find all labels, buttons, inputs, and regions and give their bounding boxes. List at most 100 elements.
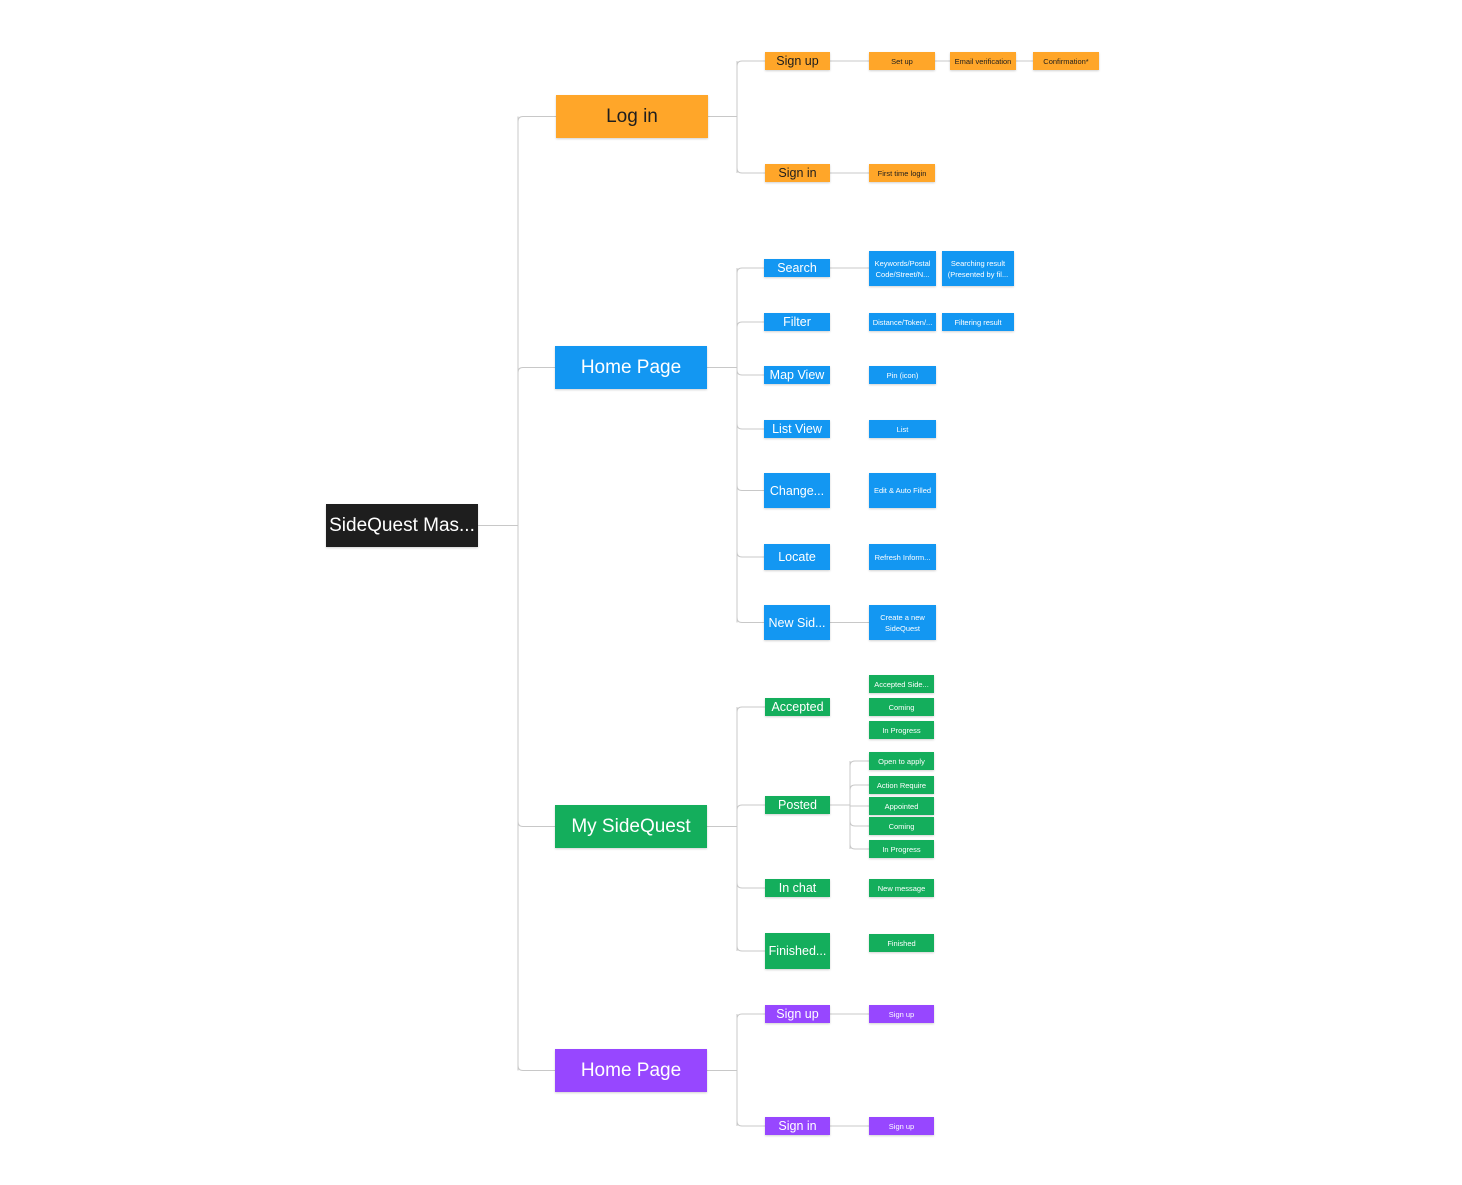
connector-branch — [849, 820, 869, 827]
connector-branch — [517, 821, 555, 827]
new-message-node[interactable]: New message — [869, 879, 934, 897]
posted-node[interactable]: Posted — [765, 796, 830, 814]
setup-step-node[interactable]: Set up — [869, 52, 935, 70]
login-signup-label: Sign up — [776, 54, 819, 68]
connector-branch — [736, 267, 764, 274]
login-signin-node[interactable]: Sign in — [765, 164, 830, 182]
list-label: List — [896, 424, 909, 434]
appointed-label: Appointed — [884, 801, 919, 811]
new-sidequest-label: New Sid... — [768, 615, 826, 630]
root-label: SideQuest Mas... — [329, 514, 475, 536]
locate-node[interactable]: Locate — [764, 544, 830, 570]
searching-result-label: Searching result (Presented by fil... — [947, 258, 1009, 279]
email-verification-node[interactable]: Email verification — [950, 52, 1016, 70]
connector-branch — [517, 1065, 555, 1071]
create-new-sidequest-node[interactable]: Create a new SideQuest — [869, 605, 936, 640]
connector-branch — [736, 60, 765, 67]
first-time-login-label: First time login — [877, 168, 927, 178]
new-message-label: New message — [877, 883, 926, 893]
open-to-apply-label: Open to apply — [878, 756, 925, 766]
home-page-label: Home Page — [580, 356, 682, 378]
connector-branch — [736, 804, 765, 811]
connector-branch — [849, 760, 869, 767]
finished-item-node[interactable]: Finished — [869, 934, 934, 952]
confirmation-node[interactable]: Confirmation* — [1033, 52, 1099, 70]
setup-step-label: Set up — [891, 56, 913, 66]
searching-result-node[interactable]: Searching result (Presented by fil... — [942, 251, 1014, 286]
in-chat-node[interactable]: In chat — [765, 879, 830, 897]
home2-signup-node[interactable]: Sign up — [765, 1005, 830, 1023]
home-page-2-node[interactable]: Home Page — [555, 1049, 707, 1092]
change-node[interactable]: Change... — [764, 473, 830, 508]
filter-label: Filter — [783, 315, 811, 329]
edit-auto-filled-label: Edit & Auto Filled — [873, 486, 932, 495]
connector-branch — [736, 1120, 765, 1127]
home-page-2-label: Home Page — [580, 1059, 682, 1081]
pin-icon-node[interactable]: Pin (icon) — [869, 366, 936, 384]
connector-branch — [849, 784, 869, 791]
accepted-in-progress-node[interactable]: In Progress — [869, 721, 934, 739]
finished-label: Finished... — [768, 944, 827, 958]
search-label: Search — [777, 261, 817, 275]
keywords-node[interactable]: Keywords/Postal Code/Street/N... — [869, 251, 936, 286]
in-chat-label: In chat — [778, 881, 817, 895]
accepted-node[interactable]: Accepted — [765, 698, 830, 716]
home2-signup-step-node[interactable]: Sign up — [869, 1005, 934, 1023]
map-view-label: Map View — [769, 368, 825, 382]
connector-branch — [517, 367, 555, 373]
home2-signup-label: Sign up — [776, 1007, 819, 1021]
email-verification-label: Email verification — [954, 56, 1012, 66]
first-time-login-node[interactable]: First time login — [869, 164, 935, 182]
posted-coming-node[interactable]: Coming — [869, 817, 934, 835]
pin-icon-label: Pin (icon) — [886, 370, 919, 380]
filtering-result-node[interactable]: Filtering result — [942, 313, 1014, 331]
finished-node[interactable]: Finished... — [765, 933, 830, 969]
open-to-apply-node[interactable]: Open to apply — [869, 752, 934, 770]
refresh-information-label: Refresh Inform... — [874, 552, 931, 562]
root-node[interactable]: SideQuest Mas... — [326, 504, 478, 547]
connector-branch — [849, 843, 869, 850]
accepted-coming-label: Coming — [888, 702, 915, 712]
home2-signin-step-node[interactable]: Sign up — [869, 1117, 934, 1135]
posted-coming-label: Coming — [888, 821, 915, 831]
connector-branch — [736, 706, 765, 713]
search-node[interactable]: Search — [764, 259, 830, 277]
accepted-sidequest-node[interactable]: Accepted Side... — [869, 675, 934, 693]
list-view-node[interactable]: List View — [764, 420, 830, 438]
home2-signup-step-label: Sign up — [888, 1009, 915, 1019]
list-view-label: List View — [772, 422, 822, 436]
change-label: Change... — [769, 483, 825, 498]
connector-branch — [736, 167, 765, 174]
distance-token-label: Distance/Token/... — [872, 317, 933, 327]
accepted-label: Accepted — [771, 700, 824, 714]
home2-signin-step-label: Sign up — [888, 1121, 915, 1131]
home2-signin-label: Sign in — [778, 1119, 817, 1133]
edit-auto-filled-node[interactable]: Edit & Auto Filled — [869, 473, 936, 508]
refresh-information-node[interactable]: Refresh Inform... — [869, 544, 936, 570]
home2-signin-node[interactable]: Sign in — [765, 1117, 830, 1135]
my-sidequest-label: My SideQuest — [571, 815, 691, 837]
create-new-sidequest-label: Create a new SideQuest — [880, 612, 925, 633]
filtering-result-label: Filtering result — [954, 317, 1002, 327]
home-page-node[interactable]: Home Page — [555, 346, 707, 389]
map-view-node[interactable]: Map View — [764, 366, 830, 384]
action-require-node[interactable]: Action Require — [869, 776, 934, 794]
my-sidequest-node[interactable]: My SideQuest — [555, 805, 707, 848]
login-label: Log in — [606, 105, 658, 127]
filter-node[interactable]: Filter — [764, 313, 830, 331]
posted-in-progress-node[interactable]: In Progress — [869, 840, 934, 858]
new-sidequest-node[interactable]: New Sid... — [764, 605, 830, 640]
login-signup-node[interactable]: Sign up — [765, 52, 830, 70]
connector-branch — [736, 485, 764, 491]
connector-branch — [736, 1013, 765, 1020]
appointed-node[interactable]: Appointed — [869, 797, 934, 815]
accepted-coming-node[interactable]: Coming — [869, 698, 934, 716]
distance-token-node[interactable]: Distance/Token/... — [869, 313, 936, 331]
action-require-label: Action Require — [876, 780, 927, 790]
login-node[interactable]: Log in — [556, 95, 708, 138]
posted-label: Posted — [778, 798, 817, 812]
list-node[interactable]: List — [869, 420, 936, 438]
connector-branch — [736, 882, 765, 889]
